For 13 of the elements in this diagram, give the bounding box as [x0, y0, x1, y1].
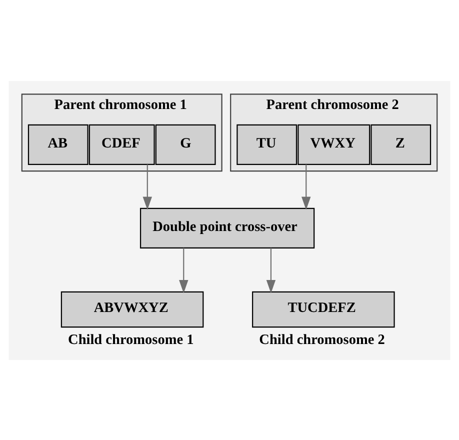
- node-box: G: [155, 124, 216, 165]
- node-label: Child chromosome 1: [68, 331, 194, 348]
- node-box: CDEF: [88, 124, 155, 165]
- node-box: TU: [236, 124, 298, 165]
- arrow: [179, 248, 188, 293]
- arrow: [142, 164, 152, 210]
- node-label: Child chromosome 2: [259, 331, 385, 348]
- node-box: Z: [370, 124, 432, 165]
- node-box: Double point cross-over: [140, 207, 315, 248]
- node-box: AB: [28, 124, 88, 165]
- arrow: [302, 164, 311, 210]
- node-box: VWXY: [298, 124, 370, 165]
- arrow: [266, 248, 276, 293]
